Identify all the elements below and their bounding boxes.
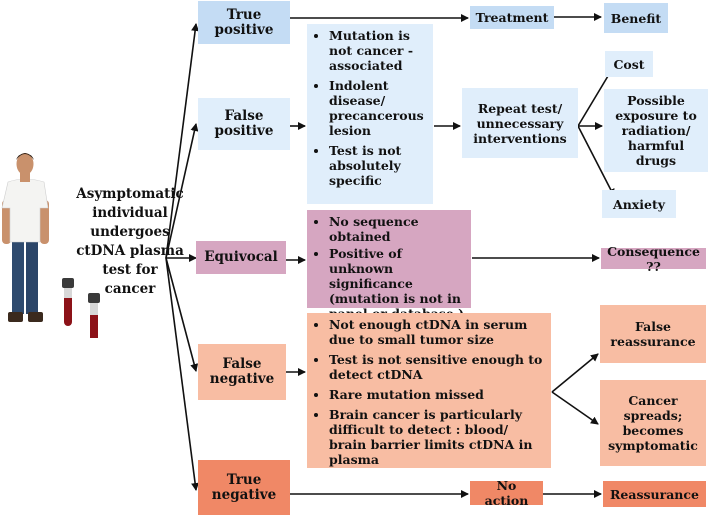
no-action-box: No action [470, 478, 543, 508]
true-positive-box: True positive [198, 1, 290, 44]
list-item: Mutation is not cancer -associated [329, 28, 427, 73]
false-negative-reasons-list: Not enough ctDNA in serum due to small t… [307, 313, 551, 468]
person-hair [16, 153, 34, 160]
list-item: Test is not absolutely specific [329, 143, 427, 188]
false-positive-reasons-list: Mutation is not cancer -associated Indol… [307, 24, 433, 204]
false-negative-box: False negative [198, 344, 286, 400]
person-neck [20, 172, 30, 182]
central-line: cancer [104, 281, 156, 297]
treatment-box: Treatment [470, 6, 554, 29]
repeat-test-box: Repeat test/ unnecessary interventions [462, 88, 578, 158]
list-item: Not enough ctDNA in serum due to small t… [329, 317, 545, 347]
central-text: Asymptomatic individual undergoes ctDNA … [62, 185, 198, 299]
false-reassurance-box: False reassurance [600, 305, 706, 363]
central-line: ctDNA plasma [76, 243, 184, 259]
person-left-shoe [8, 312, 23, 322]
list-item: Brain cancer is particularly difficult t… [329, 407, 545, 467]
central-line: Asymptomatic [76, 186, 184, 202]
person-shirt [1, 178, 49, 243]
person-left-arm [2, 200, 11, 244]
person-right-shoe [28, 312, 43, 322]
sample-tube-1-cap [62, 278, 74, 288]
list-item: No sequence obtained [329, 214, 465, 244]
central-line: test for [102, 262, 158, 278]
list-item: Test is not sensitive enough to detect c… [329, 352, 545, 382]
benefit-box: Benefit [604, 3, 668, 33]
person-right-leg [26, 238, 38, 314]
person-illustration [1, 153, 100, 338]
central-line: undergoes [90, 224, 170, 240]
list-item: Indolent disease/ precancerous lesion [329, 78, 427, 138]
true-negative-box: True negative [198, 460, 290, 515]
arrow-fn-to-cancer-spreads [551, 391, 599, 425]
central-line: individual [92, 205, 168, 221]
list-item: Rare mutation missed [329, 387, 545, 402]
person-head [16, 153, 34, 175]
false-positive-box: False positive [198, 98, 290, 150]
list-item: Positive of unknown significance (mutati… [329, 246, 465, 321]
sample-tube-2-cap [88, 293, 100, 303]
exposure-box: Possible exposure to radiation/ harmful … [604, 89, 708, 172]
anxiety-box: Anxiety [602, 190, 676, 218]
equivocal-reasons-list: No sequence obtained Positive of unknown… [307, 210, 471, 321]
cost-box: Cost [605, 51, 653, 77]
arrow-fn-to-false-reassurance [551, 353, 599, 393]
consequence-box: Consequence ?? [601, 244, 706, 274]
equivocal-box: Equivocal [196, 241, 286, 274]
cancer-spreads-box: Cancer spreads; becomes symptomatic [600, 380, 706, 466]
person-left-leg [12, 238, 24, 314]
reassurance-box: Reassurance [603, 481, 706, 507]
person-right-arm [40, 200, 49, 244]
